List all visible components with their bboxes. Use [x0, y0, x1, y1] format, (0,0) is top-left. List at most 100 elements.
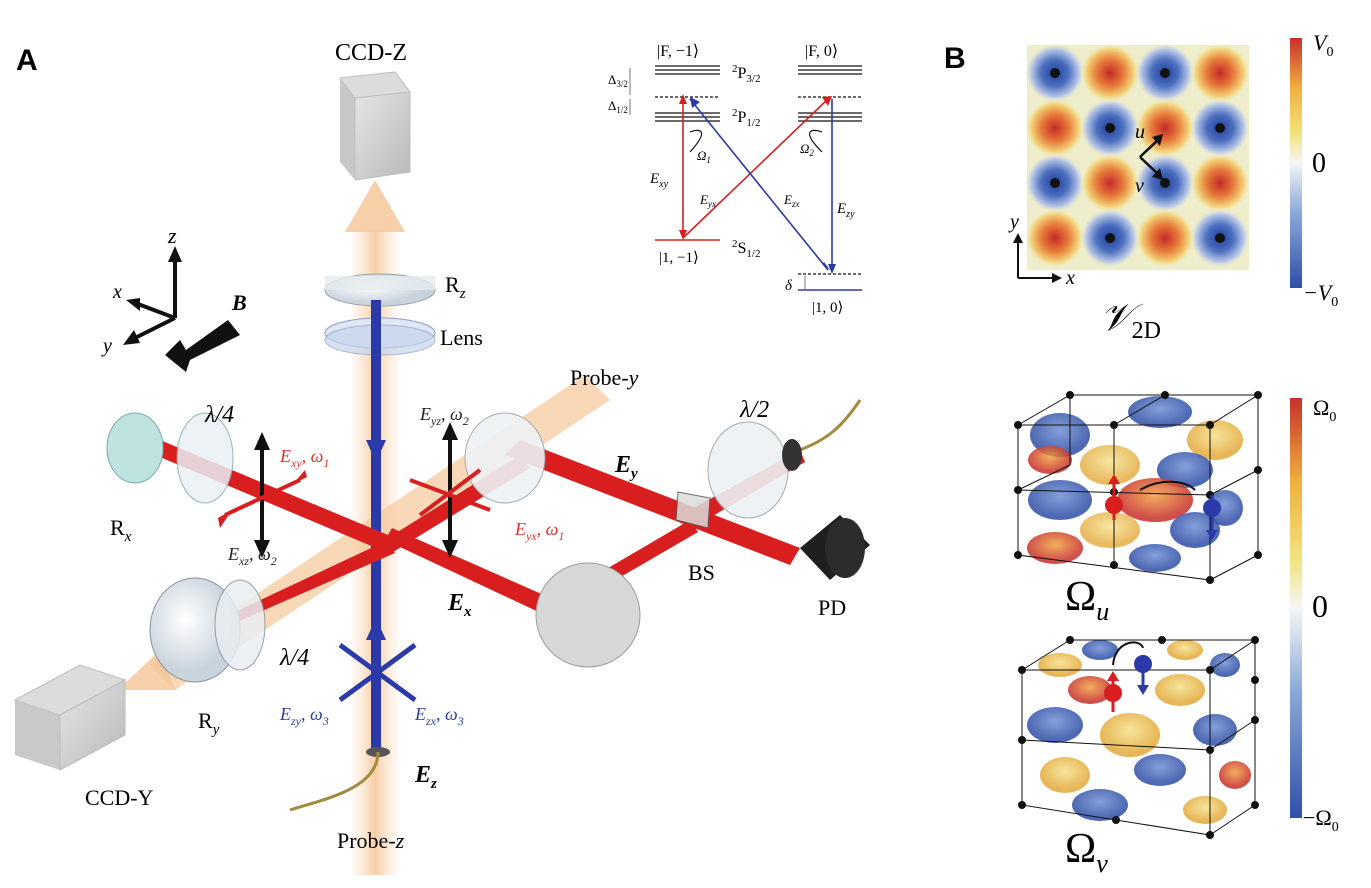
- level-s12: 2S1/2: [732, 238, 760, 260]
- colorbar-v-bot: −V0: [1303, 280, 1338, 310]
- omega-v-cube: [1027, 640, 1251, 824]
- v-label: v: [1135, 175, 1144, 197]
- polarization-red-right: [409, 468, 491, 517]
- ccd-z-label: CCD-Z: [335, 40, 407, 66]
- mirror-ey: [464, 412, 546, 504]
- pd-label: PD: [818, 595, 846, 620]
- lattice-site-dot: [1160, 68, 1170, 78]
- level-p32: 2P3/2: [732, 63, 760, 85]
- omega-v-spin-markers: [1104, 641, 1152, 712]
- level-ezx: Ezx: [783, 192, 799, 209]
- lattice-site-dot: [1050, 68, 1060, 78]
- polarization-black-left: [254, 432, 270, 558]
- colorbar-omega-bot: −Ω0: [1303, 805, 1339, 835]
- probe-z-label: Probe-z: [337, 828, 405, 853]
- lambda4-left-plate: [176, 412, 234, 504]
- probe-y-label: Probe-y: [570, 365, 639, 390]
- omega-u-cube: [1027, 396, 1243, 572]
- axis-z-label: z: [167, 223, 177, 248]
- ezx-omega3-label: Ezx, ω3: [414, 704, 464, 728]
- axis-x-label: x: [112, 281, 122, 303]
- omega-u-vertices: [1014, 391, 1262, 584]
- beam-splitter: [675, 491, 711, 529]
- v2d-title: 𝒱2D: [1100, 297, 1161, 344]
- ez-label: Ez: [414, 762, 437, 792]
- axis-b-label: B: [231, 290, 247, 315]
- xy-axes-2d: [1013, 233, 1062, 283]
- lattice-maximum: [1135, 98, 1195, 158]
- probe-z-fiber: [289, 751, 380, 812]
- polarization-blue-bottom: [338, 642, 417, 703]
- lattice-site-dot: [1105, 233, 1115, 243]
- lattice-site-dot: [1215, 123, 1225, 133]
- colorbar-v: [1290, 38, 1302, 288]
- axes-triad: [123, 246, 182, 345]
- lattice-maximum: [1190, 153, 1250, 213]
- lattice-maximum: [1080, 43, 1140, 103]
- omega-v-vertices: [1018, 636, 1259, 839]
- level-omega1: Ω1: [697, 148, 711, 165]
- ry-label: Ry: [198, 708, 220, 738]
- omega-u-label: Ωu: [1065, 574, 1109, 626]
- bs-label: BS: [688, 560, 715, 585]
- ccd-y-label: CCD-Y: [85, 785, 154, 810]
- omega-v-label: Ωv: [1065, 826, 1108, 878]
- lambda4-bottom-label: λ/4: [279, 645, 309, 671]
- panel-a-letter: A: [16, 44, 38, 77]
- level-delta12: Δ1/2: [608, 98, 628, 115]
- level-transitions: [629, 68, 836, 290]
- level-f-m1: |F, −1⟩: [657, 43, 699, 60]
- mirror-ex: [535, 562, 641, 668]
- lattice-maximum: [1135, 208, 1195, 268]
- lattice-site-dot: [1215, 233, 1225, 243]
- rx-label: Rx: [110, 515, 132, 545]
- ex-label: Ex: [447, 590, 472, 620]
- level-omega2: Ω2: [800, 141, 814, 158]
- lattice-maximum: [1025, 208, 1085, 268]
- omega-u-spin-markers: [1105, 474, 1221, 540]
- colorbar-omega-mid: 0: [1312, 588, 1328, 624]
- level-delta: δ: [785, 278, 793, 294]
- lattice-maximum: [1080, 153, 1140, 213]
- lattice-maximum: [1190, 43, 1250, 103]
- axis-y-label: y: [101, 335, 112, 357]
- colorbar-omega-top: Ω0: [1313, 395, 1336, 425]
- level-eyx: Eyx: [699, 192, 716, 209]
- ey-label: Ey: [614, 452, 638, 482]
- lattice-site-dot: [1105, 123, 1115, 133]
- exz-omega2-label: Exz, ω2: [227, 544, 277, 568]
- level-ezy: Ezy: [836, 201, 855, 220]
- lattice-maximum: [1025, 98, 1085, 158]
- panel-b-letter: B: [944, 42, 966, 75]
- colorbar-omega: [1290, 398, 1302, 818]
- colorbar-v-top: V0: [1313, 30, 1333, 60]
- lambda4-left-label: λ/4: [204, 402, 234, 428]
- u-v-vectors: [1139, 134, 1163, 180]
- rz-label: Rz: [445, 272, 466, 302]
- level-exy: Exy: [649, 171, 669, 190]
- probe-y-fiber: [799, 399, 862, 452]
- colorbar-v-mid: 0: [1312, 148, 1326, 179]
- polarization-red-left: [218, 470, 307, 528]
- lens-label: Lens: [440, 325, 483, 350]
- eyz-omega2-label: Eyz, ω2: [419, 404, 469, 428]
- probe-z-arrowhead: [345, 180, 405, 232]
- lattice-site-dot: [1160, 178, 1170, 188]
- level-delta32: Δ3/2: [608, 72, 628, 89]
- lattice-site-dot: [1050, 178, 1060, 188]
- blue-beam-z: [371, 300, 381, 750]
- x-axis-label-2d: x: [1065, 267, 1075, 289]
- exy-omega1-label: Exy, ω1: [279, 446, 329, 470]
- level-ket-10: |1, 0⟩: [812, 300, 843, 316]
- b-field-arrow: [165, 320, 240, 372]
- ccd-z-camera: [339, 71, 411, 181]
- ezy-omega3-label: Ezy, ω3: [279, 704, 329, 728]
- ccd-y-camera: [13, 664, 127, 771]
- level-ket-1m1: |1, −1⟩: [659, 250, 699, 266]
- y-axis-label-2d: y: [1008, 211, 1019, 233]
- rx-mirror: [106, 412, 164, 484]
- eyx-omega1-label: Eyx, ω1: [514, 519, 564, 543]
- level-f-0: |F, 0⟩: [805, 43, 838, 60]
- photodiode: [800, 515, 870, 580]
